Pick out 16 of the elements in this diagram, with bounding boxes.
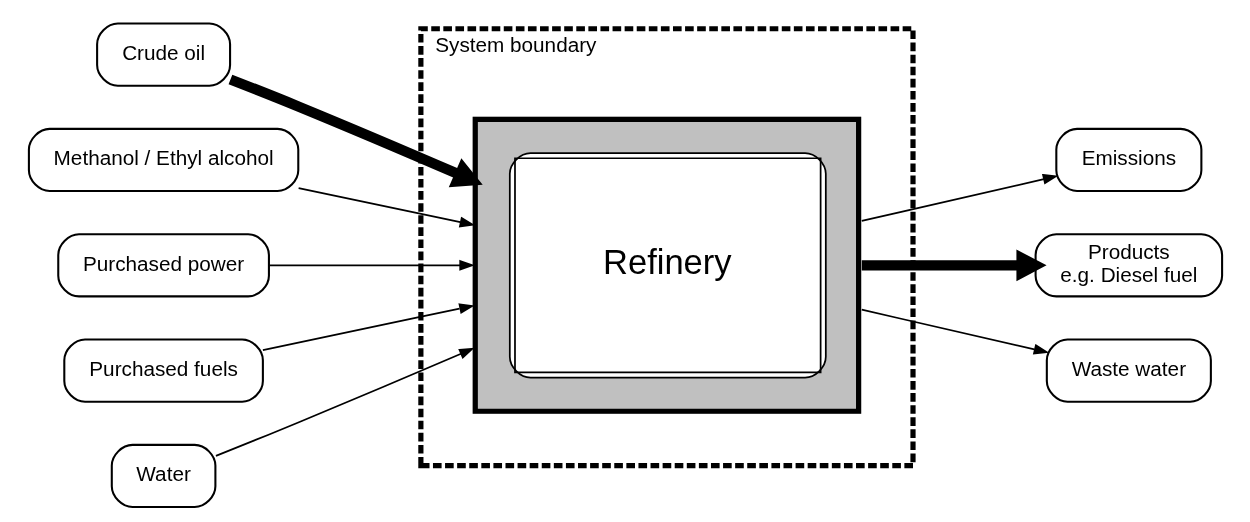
- arrow: [861, 249, 1047, 282]
- node-box: Products e.g. Diesel fuel: [1034, 233, 1223, 298]
- arrow: [214, 347, 475, 457]
- node-box: Waste water: [1045, 338, 1212, 403]
- arrow: [268, 259, 475, 271]
- node-box: Crude oil: [95, 22, 231, 87]
- arrow: [297, 187, 475, 228]
- arrow: [228, 74, 483, 188]
- node-box: Methanol / Ethyl alcohol: [27, 127, 299, 193]
- node-box: Emissions: [1054, 127, 1202, 193]
- arrow: [860, 173, 1058, 222]
- arrow: [261, 303, 475, 351]
- node-box: Water: [110, 443, 216, 509]
- arrow: [860, 308, 1049, 355]
- node-box: Purchased fuels: [62, 338, 264, 403]
- node-box: Purchased power: [56, 233, 270, 298]
